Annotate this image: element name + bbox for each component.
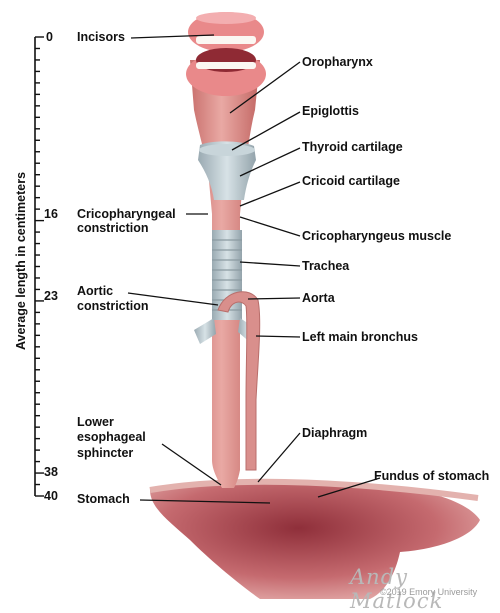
label-thyroid-cartilage: Thyroid cartilage xyxy=(302,140,403,154)
tick-label-40: 40 xyxy=(44,489,58,503)
label-aortic-constriction-line2: constriction xyxy=(77,299,149,313)
label-epiglottis: Epiglottis xyxy=(302,104,359,118)
label-aorta: Aorta xyxy=(302,291,335,305)
label-trachea: Trachea xyxy=(302,259,349,273)
label-incisors: Incisors xyxy=(77,30,125,44)
tick-label-23: 23 xyxy=(44,289,58,303)
esophagus-diagram: Average length in centimeters 0 16 23 38… xyxy=(0,0,500,599)
label-les-line3: sphincter xyxy=(77,446,133,460)
tick-label-0: 0 xyxy=(46,30,53,44)
copyright-text: ©2019 Emory University xyxy=(380,587,477,597)
label-left-main-bronchus: Left main bronchus xyxy=(302,330,418,344)
label-fundus-of-stomach: Fundus of stomach xyxy=(374,469,489,483)
label-stomach: Stomach xyxy=(77,492,130,506)
label-les-line2: esophageal xyxy=(77,430,146,444)
tick-label-38: 38 xyxy=(44,465,58,479)
label-cricopharyngeal-constriction-line2: constriction xyxy=(77,221,149,235)
label-oropharynx: Oropharynx xyxy=(302,55,373,69)
label-cricoid-cartilage: Cricoid cartilage xyxy=(302,174,400,188)
label-cricopharyngeal-constriction-line1: Cricopharyngeal xyxy=(77,207,176,221)
tick-label-16: 16 xyxy=(44,207,58,221)
label-diaphragm: Diaphragm xyxy=(302,426,367,440)
larynx-shape xyxy=(198,141,256,200)
mouth-shape xyxy=(186,12,266,96)
label-aortic-constriction-line1: Aortic xyxy=(77,284,113,298)
label-cricopharyngeus-muscle: Cricopharyngeus muscle xyxy=(302,229,451,243)
anatomy-illustration xyxy=(0,0,500,599)
scale-title: Average length in centimeters xyxy=(14,166,28,356)
label-les-line1: Lower xyxy=(77,415,114,429)
scale-ticks xyxy=(35,37,44,496)
